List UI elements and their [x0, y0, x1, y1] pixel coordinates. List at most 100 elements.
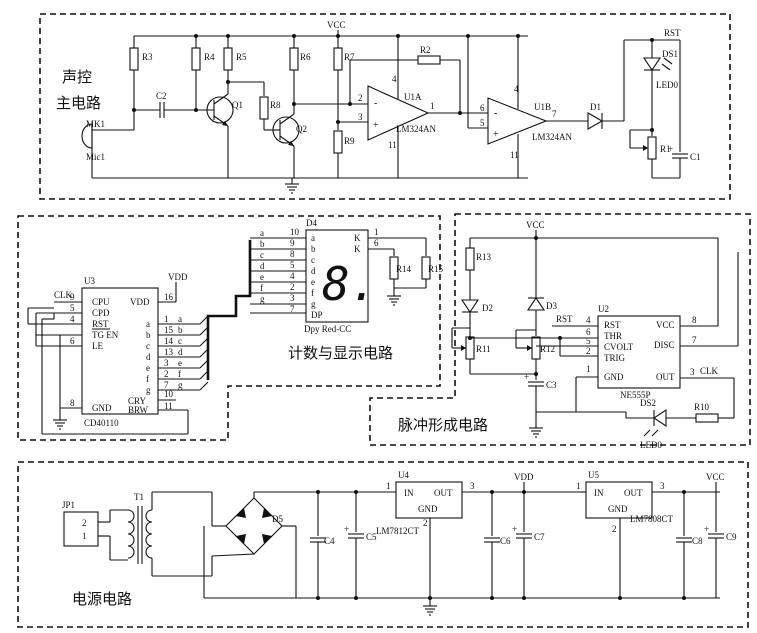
svg-text:2: 2 [290, 282, 295, 292]
microphone-icon [81, 123, 93, 149]
u1b-pin-11: 11 [510, 150, 519, 160]
t1-secondary-coil [145, 509, 153, 559]
svg-text:14: 14 [164, 336, 174, 346]
svg-text:d: d [260, 261, 265, 271]
svg-text:1: 1 [164, 314, 169, 324]
svg-text:e: e [260, 272, 264, 282]
t1-label: T1 [134, 492, 144, 502]
u1b-pin-7: 7 [552, 109, 557, 119]
svg-text:d: d [146, 352, 151, 362]
svg-text:5: 5 [586, 336, 591, 346]
rst-label-top: RST [664, 28, 681, 38]
u2-ref: U2 [598, 304, 609, 314]
u1b-ref: U1B [534, 102, 551, 112]
q2-label: Q2 [296, 124, 307, 134]
svg-text:a: a [178, 314, 182, 324]
svg-text:5: 5 [290, 260, 295, 270]
u1a-pin-4: 4 [392, 74, 397, 84]
r15-label: R15 [428, 264, 444, 274]
svg-text:8: 8 [290, 249, 295, 259]
u3-part: CD40110 [84, 418, 119, 428]
u1a-pin-3: 3 [358, 112, 363, 122]
svg-text:8: 8 [692, 315, 697, 325]
r1-label: R1 [660, 144, 671, 154]
svg-text:2: 2 [82, 518, 87, 528]
svg-text:IN: IN [594, 488, 604, 498]
segment-bus [206, 240, 252, 380]
svg-text:d: d [178, 347, 183, 357]
c5-label: C5 [366, 532, 377, 542]
mic-part: Mic1 [86, 152, 105, 162]
section-title-sound-1: 声控 [62, 68, 92, 86]
mic-ref: MK1 [86, 119, 105, 129]
u3-pinnum-5: 5 [70, 303, 75, 313]
r4-label: R4 [204, 52, 215, 62]
svg-text:2: 2 [612, 524, 617, 534]
u1b-opamp-icon [487, 97, 548, 145]
svg-text:g: g [311, 299, 316, 309]
u5-ref: U5 [588, 470, 599, 480]
u3-pin-cry: CRY [128, 396, 147, 406]
ds2-label: DS2 [640, 398, 656, 408]
r13-label: R13 [476, 252, 492, 262]
sound-control-box [39, 13, 731, 200]
ds2-model: LED0 [640, 440, 662, 450]
svg-text:10: 10 [290, 227, 300, 237]
u4-ref: U4 [398, 470, 409, 480]
q2-icon [272, 116, 300, 144]
u1a-opamp-icon [367, 85, 430, 141]
svg-text:1: 1 [82, 531, 87, 541]
svg-text:a: a [260, 228, 264, 238]
seven-seg-digit: 8. [322, 257, 377, 311]
u1a-part: LM324AN [396, 124, 436, 134]
d4-display-icon [305, 229, 369, 323]
d1-label: D1 [590, 102, 601, 112]
svg-text:a: a [146, 319, 150, 329]
svg-text:a: a [311, 233, 315, 243]
u3-pin-tgen: TG EN [92, 330, 119, 340]
svg-text:3: 3 [290, 293, 295, 303]
r3-label: R3 [142, 52, 153, 62]
u3-pinnum-10: 10 [164, 389, 174, 399]
svg-text:9: 9 [290, 238, 295, 248]
svg-text:4: 4 [586, 315, 591, 325]
u2-555-chip [597, 315, 681, 389]
u2-pin-cvolt: CVOLT [604, 342, 634, 352]
svg-text:b: b [146, 330, 151, 340]
r11-label: R11 [476, 344, 491, 354]
c2-label: C2 [156, 91, 167, 101]
section-title-power: 电源电路 [72, 590, 132, 608]
svg-text:2: 2 [586, 346, 591, 356]
q1-icon [206, 96, 234, 124]
u1b-pin-4: 4 [514, 84, 519, 94]
d3-diode-icon [526, 297, 546, 311]
d5-label: D5 [272, 514, 283, 524]
svg-text:6: 6 [374, 238, 379, 248]
u3-pin-le: LE [92, 341, 103, 351]
svg-text:OUT: OUT [624, 488, 643, 498]
svg-text:2: 2 [423, 518, 428, 528]
d4-ref: D4 [306, 218, 317, 228]
svg-text:c: c [311, 255, 315, 265]
u3-pin-rst: RST [92, 319, 109, 329]
u1b-part: LM324AN [532, 132, 572, 142]
u1a-pin-1: 1 [430, 101, 435, 111]
svg-text:GND: GND [608, 504, 628, 514]
u3-pin-cpu: CPU [92, 297, 110, 307]
svg-text:e: e [146, 363, 150, 373]
svg-text:c: c [178, 336, 182, 346]
jp1-connector-icon [63, 511, 99, 547]
u5-regulator-chip [585, 481, 653, 519]
c8-label: C8 [692, 536, 703, 546]
svg-text:b: b [260, 239, 265, 249]
u4-regulator-chip [395, 481, 463, 519]
svg-text:b: b [311, 244, 316, 254]
d1-diode-icon [587, 112, 604, 130]
c3-label: C3 [546, 380, 557, 390]
svg-text:+: + [373, 120, 379, 131]
svg-text:1: 1 [576, 481, 581, 491]
u1a-pin-11: 11 [388, 140, 397, 150]
u3-pinnum-8: 8 [70, 398, 75, 408]
u4-part: LM7812CT [376, 526, 420, 536]
clk-label-counter: CLK [54, 290, 73, 300]
